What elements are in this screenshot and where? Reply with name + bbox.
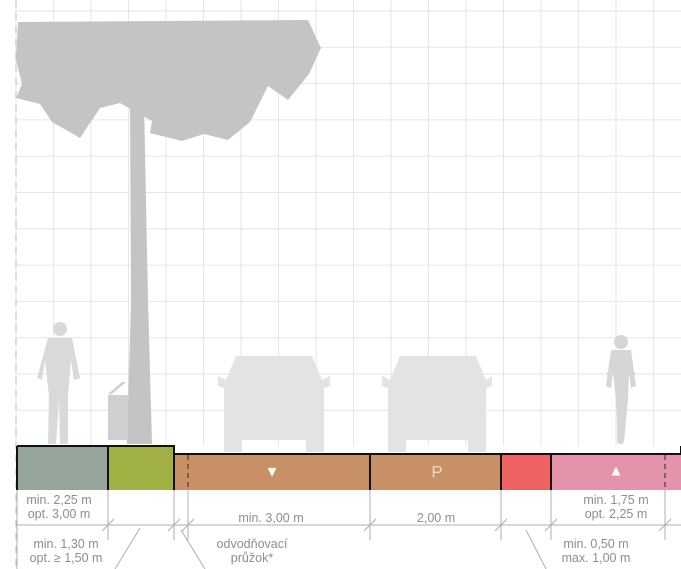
cross-section-bands bbox=[17, 447, 681, 490]
tree bbox=[16, 20, 321, 444]
cyclist-silhouette bbox=[606, 335, 636, 444]
pedestrian-silhouette bbox=[37, 322, 80, 444]
band-sidewalk-grass bbox=[17, 447, 108, 490]
dimension-lines bbox=[16, 490, 681, 569]
car-silhouette-2 bbox=[382, 356, 492, 452]
litter-bin bbox=[108, 382, 128, 440]
tree-crown bbox=[16, 20, 321, 141]
band-carriageway bbox=[174, 455, 370, 490]
band-bike-lane bbox=[551, 455, 681, 490]
lane-dash-markings bbox=[187, 455, 666, 490]
car-silhouette-1 bbox=[218, 356, 330, 452]
band-parking bbox=[370, 455, 501, 490]
tree-trunk bbox=[127, 102, 152, 444]
band-green-strip bbox=[108, 447, 174, 490]
profile-outline bbox=[16, 445, 681, 490]
band-safety-strip bbox=[501, 455, 551, 490]
